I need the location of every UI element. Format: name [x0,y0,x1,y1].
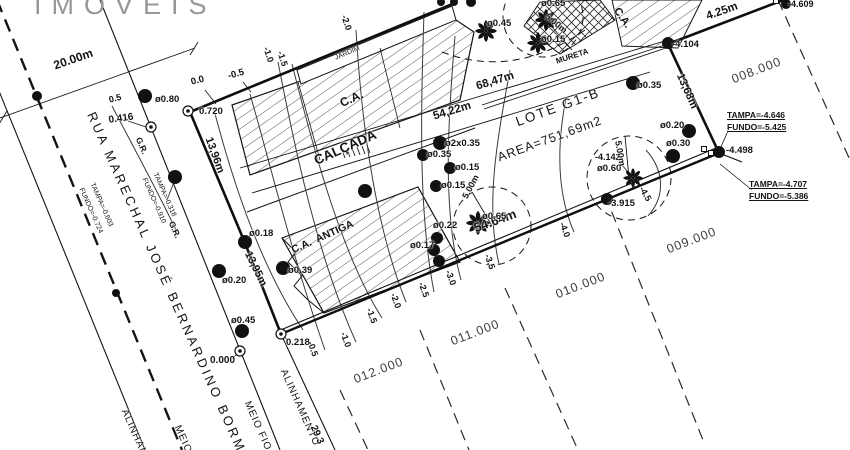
survey-point-dot [417,149,429,161]
survey-point-dot [212,264,226,278]
survey-point-ring-center [238,349,242,353]
curb-dashed-line [0,4,184,450]
buildings [231,0,703,314]
survey-point-dot [666,149,680,163]
dim-line-68m [239,39,669,169]
tree-radius-circle [586,135,672,221]
survey-point-dot [235,324,249,338]
survey-point-dot [662,37,674,49]
survey-point-dot [276,261,290,275]
east-boundary [666,43,721,154]
jardim-strip [296,5,457,85]
alignment-line [280,333,336,450]
south-wall-inner [282,147,717,330]
survey-point-square [701,146,707,152]
survey-point-dot [781,0,791,9]
survey-point-dot [431,232,443,244]
survey-point-dot [433,136,447,150]
street-edge-line [0,91,146,450]
building-antiga [281,186,461,314]
dim-line-20m [0,47,196,119]
grid-lines [339,0,850,450]
survey-point-ring-center [149,125,153,129]
northeast-boundary [667,0,787,46]
survey-point-dot [112,289,120,297]
survey-point-dot [358,184,372,198]
survey-point-dot [168,170,182,184]
mureta-wall [481,43,669,106]
tree-radius-circle [502,0,584,58]
survey-point-dot [238,235,252,249]
tree-icon [623,168,643,188]
south-wall [280,151,720,336]
survey-point-dot [430,180,442,192]
survey-point-dot [433,255,445,267]
survey-point-dot [682,124,696,138]
survey-point-dot [437,0,445,6]
survey-point-ring-center [186,109,190,113]
tree-icon [465,210,491,236]
survey-point-dot [713,146,725,158]
survey-point-dot [466,0,476,7]
survey-point-dot [138,89,152,103]
watermark: IMÓVEIS [34,0,217,20]
building-division [379,47,401,129]
tree-radius-circle [452,186,532,266]
steps-ticks [341,144,371,159]
tree-icon [535,9,557,31]
survey-point-dot [32,91,42,101]
northwest-boundary [189,1,456,114]
survey-point-dot [601,193,613,205]
survey-point-dot [626,76,640,90]
gutter-line [99,0,281,450]
dim-line-54m [251,71,651,194]
building-ca-ne [611,0,703,49]
canopy-arc [441,27,589,63]
survey-point-dot [444,162,456,174]
survey-point-ring-center [279,332,283,336]
survey-point-dot [450,0,458,6]
dimension-lines [0,39,669,194]
mureta-wall [483,47,667,110]
survey-point-square [773,0,779,4]
survey-markers [32,0,791,357]
survey-point-dot [428,244,440,256]
street-lines [0,0,336,450]
leader-lines [127,81,753,360]
lot-boundary [188,0,787,336]
tree-icon [475,20,497,42]
survey-point-square [708,150,714,156]
tree-circles [441,0,672,266]
tree-icon [527,32,549,54]
building-division [297,81,321,161]
